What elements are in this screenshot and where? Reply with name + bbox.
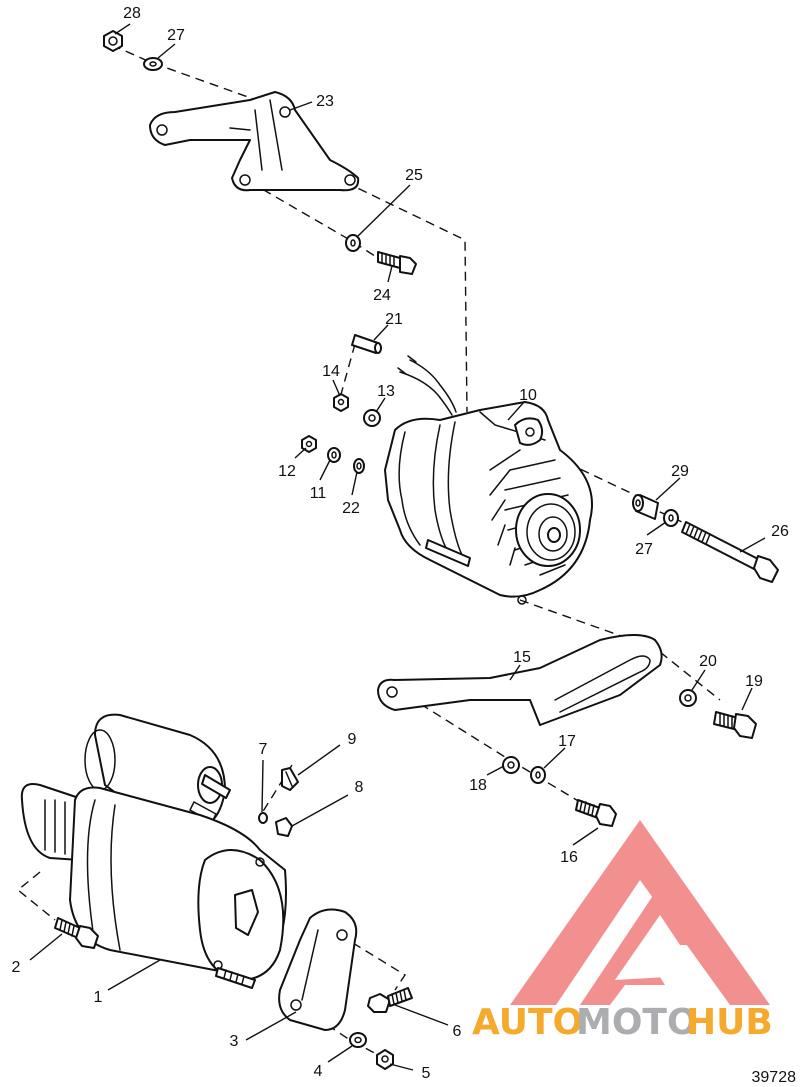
watermark-text-auto: AUTO — [472, 1002, 583, 1043]
starter-bracket-3 — [278, 908, 358, 1031]
nut-8 — [275, 817, 293, 837]
callout-28: 29 — [671, 463, 689, 480]
callout-5: 5 — [422, 1065, 431, 1082]
watermark-triangle-icon — [510, 820, 770, 1005]
callout-3: 3 — [230, 1033, 239, 1050]
callout-25: 25 — [405, 167, 423, 184]
adjusting-brace-15 — [377, 634, 663, 726]
spacer-28 — [632, 494, 659, 520]
lock-washer-20 — [679, 689, 697, 707]
callout-8: 8 — [355, 779, 364, 796]
callout-27-right: 27 — [635, 541, 653, 558]
callout-18: 18 — [469, 777, 487, 794]
callout-10: 10 — [519, 387, 537, 404]
alternator-bracket-23 — [149, 91, 360, 192]
callout-17: 17 — [558, 733, 576, 750]
bolt-19 — [713, 711, 757, 739]
spacer-21 — [351, 334, 382, 354]
nut-5 — [376, 1049, 394, 1070]
lock-washer-22 — [353, 458, 365, 474]
callout-26: 26 — [771, 523, 789, 540]
callout-24: 24 — [373, 287, 391, 304]
starter-motor-1 — [20, 713, 287, 989]
washer-13 — [363, 409, 381, 427]
callout-9: 9 — [348, 731, 357, 748]
callout-labels: 28 27 23 25 24 21 14 13 12 11 22 10 29 2… — [12, 5, 789, 1082]
lock-washer-25 — [345, 234, 361, 252]
terminal-9 — [281, 767, 299, 791]
callout-4: 4 — [314, 1063, 323, 1080]
callout-2: 2 — [12, 959, 21, 976]
callout-15: 15 — [513, 649, 531, 666]
callout-11: 11 — [310, 485, 327, 502]
callout-14: 14 — [322, 363, 340, 380]
washer-18 — [502, 756, 520, 774]
washer-27-top — [143, 57, 163, 71]
callout-1: 1 — [94, 989, 103, 1006]
callout-29: 28 — [123, 5, 141, 22]
callout-13: 13 — [377, 383, 395, 400]
bolt-16 — [575, 799, 617, 827]
callout-12: 12 — [278, 463, 296, 480]
callout-20: 20 — [699, 653, 717, 670]
bolt-24 — [377, 251, 417, 275]
watermark-logo: AUTO MOTO HUB — [472, 820, 773, 1043]
bolt-2 — [54, 917, 99, 949]
callout-22: 22 — [342, 500, 360, 517]
nut-29 — [103, 30, 123, 52]
washer-27-right — [663, 509, 679, 527]
callout-16: 16 — [560, 849, 578, 866]
callout-6: 6 — [453, 1023, 462, 1040]
callout-21: 21 — [385, 311, 403, 328]
long-bolt-26 — [681, 521, 779, 583]
figure-number: 39728 — [752, 1069, 797, 1086]
lock-washer-17 — [530, 766, 546, 784]
nut-14 — [333, 393, 349, 412]
watermark-text-hub: HUB — [686, 1002, 773, 1043]
washer-4 — [349, 1032, 367, 1048]
bolt-6 — [367, 987, 413, 1013]
washer-11 — [327, 447, 341, 463]
callout-7: 7 — [259, 741, 268, 758]
callout-23: 23 — [316, 93, 334, 110]
leader-lines — [29, 23, 766, 1071]
callout-19: 19 — [745, 673, 763, 690]
nut-7 — [258, 812, 268, 824]
callout-27-top: 27 — [167, 27, 185, 44]
alternator-10 — [384, 355, 593, 605]
watermark-text-moto: MOTO — [576, 1002, 698, 1043]
